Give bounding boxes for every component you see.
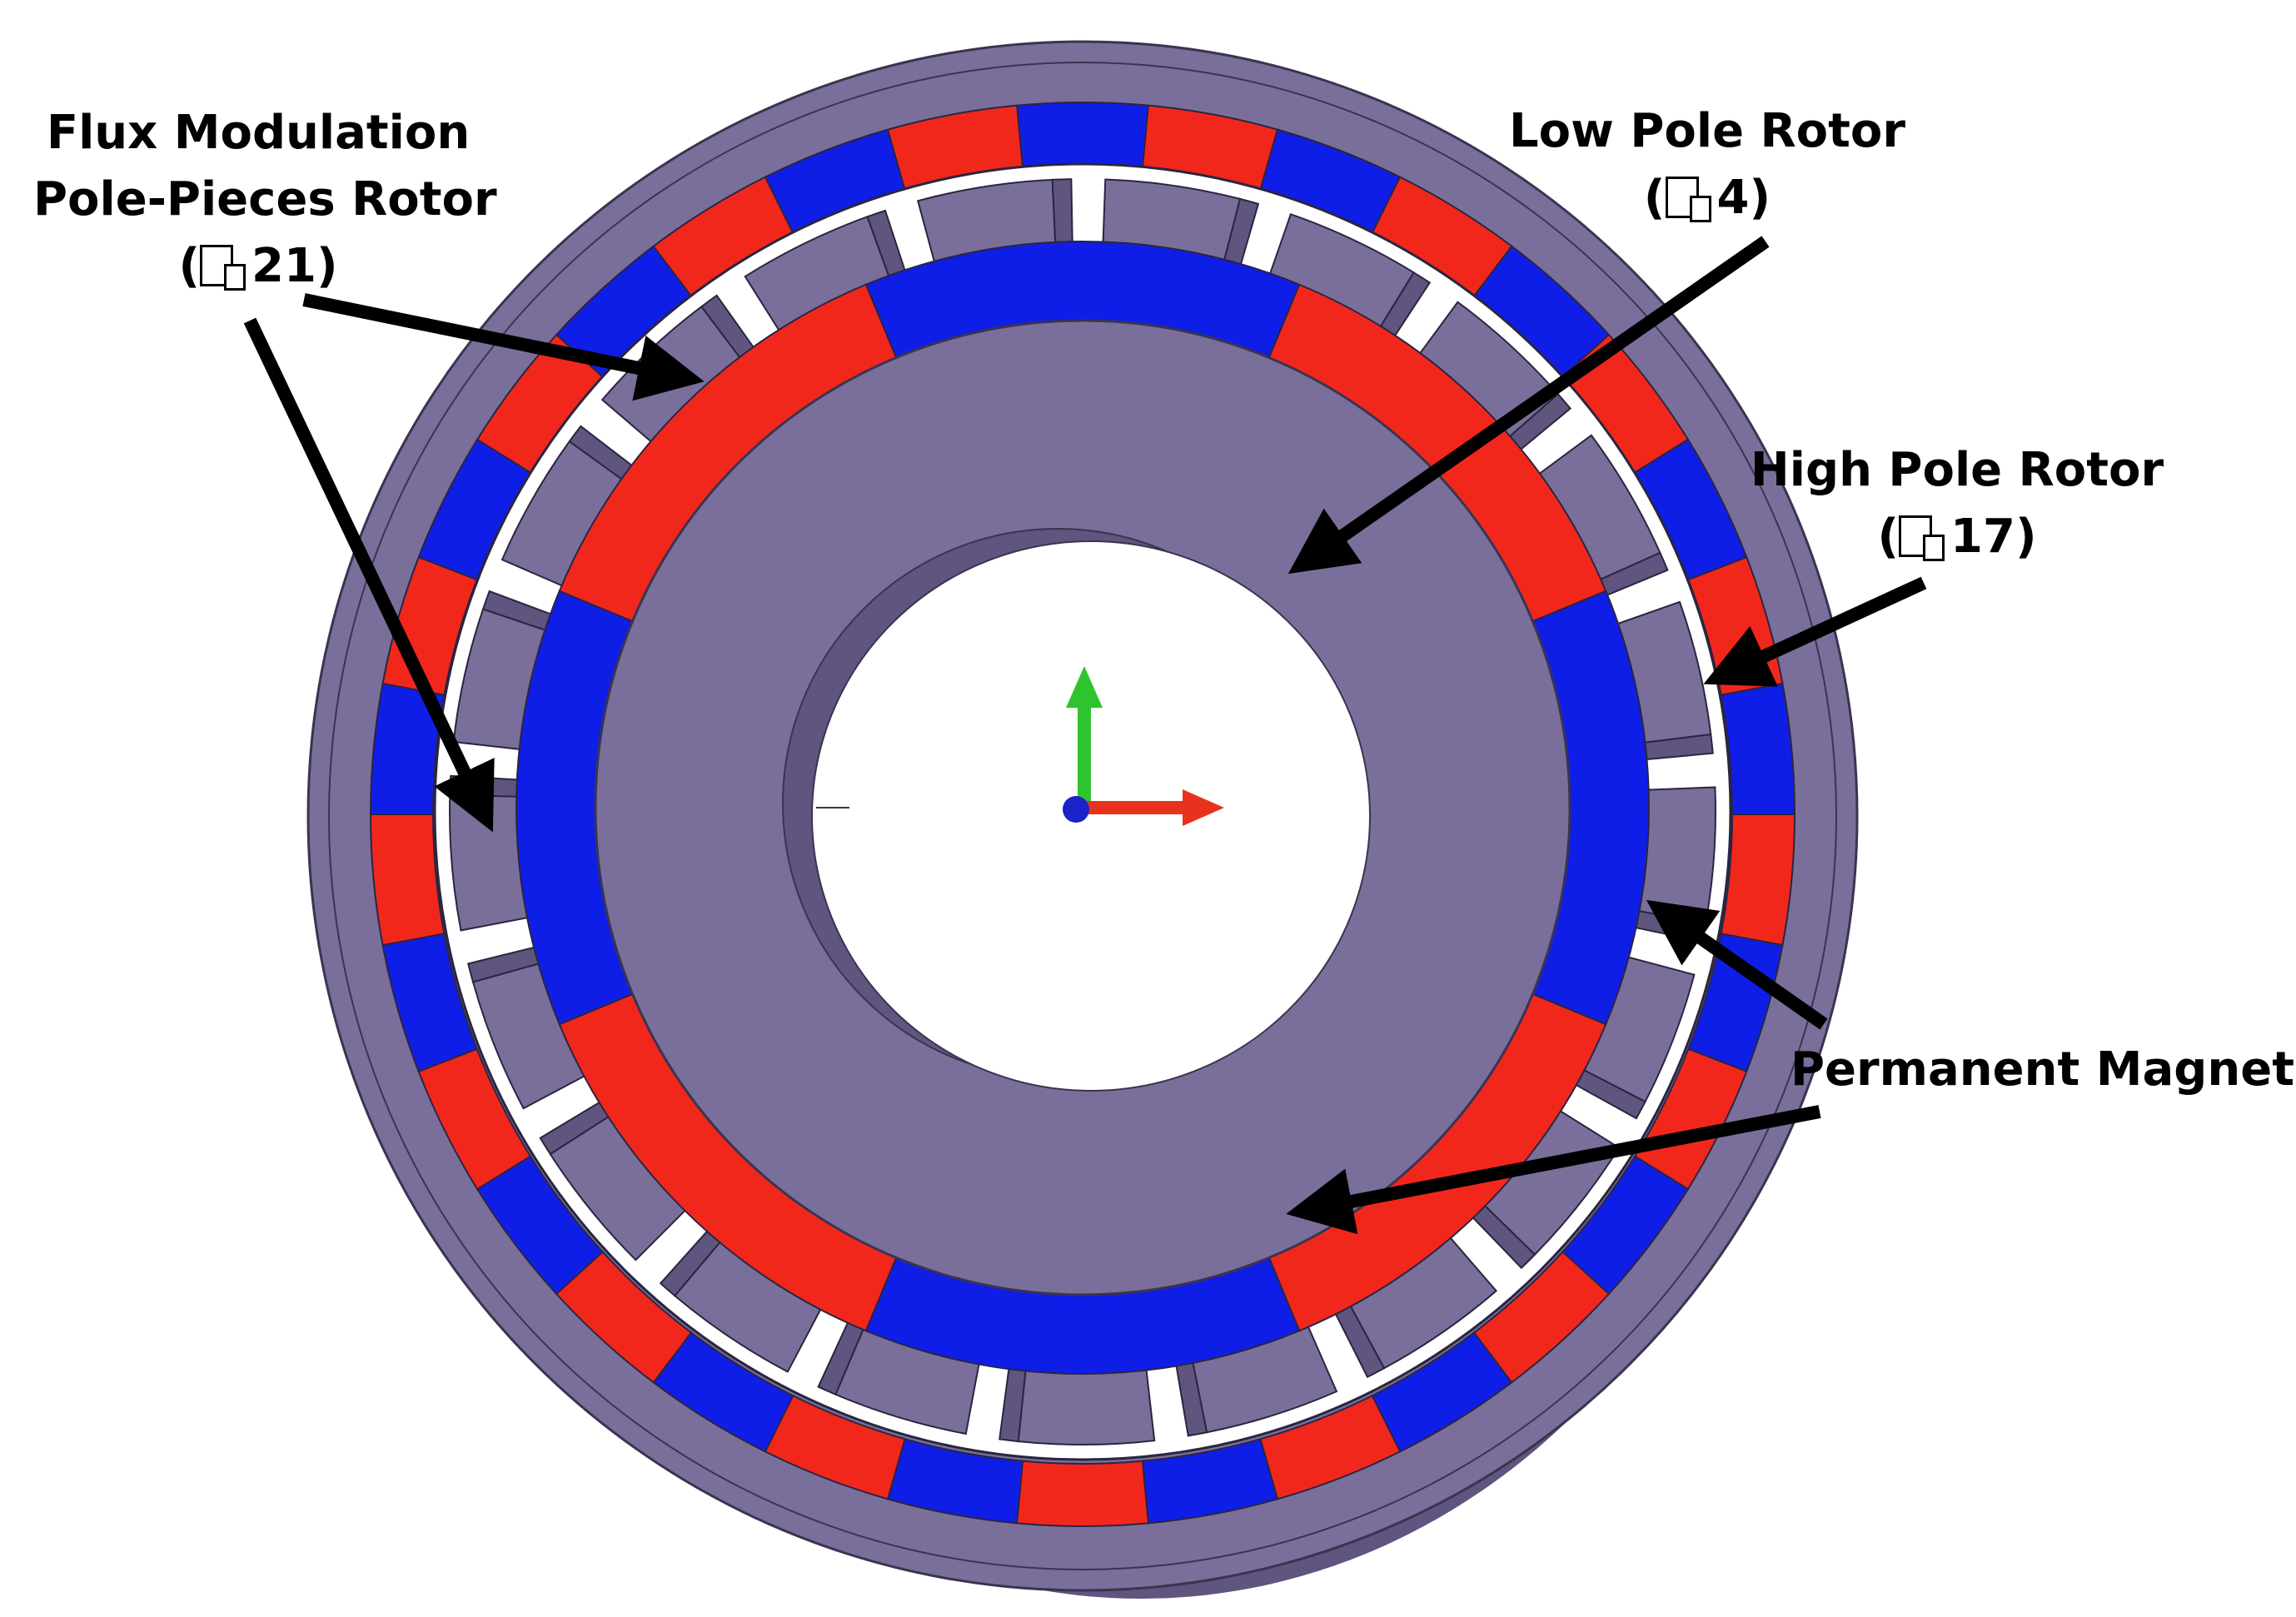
label-permanent-magnets-text: Permanent Magnets — [1790, 1042, 2296, 1097]
label-low-pole-rotor-open: ( — [1643, 171, 1666, 225]
label-low-pole-rotor-count: 4) — [1716, 171, 1771, 225]
high-pole-magnet — [1720, 682, 1796, 815]
high-pole-magnet — [1720, 813, 1796, 947]
label-high-pole-rotor-open: ( — [1877, 510, 1900, 564]
arrow-flux-modulation-upper — [302, 293, 705, 401]
label-flux-modulation-line1: Flux Modulation — [46, 106, 471, 160]
label-high-pole-rotor-count: 17) — [1950, 510, 2037, 564]
arrow-permanent-magnets-upper — [1646, 899, 1828, 1030]
label-flux-modulation-open: ( — [178, 239, 201, 293]
high-pole-magnet — [1016, 1460, 1149, 1527]
high-pole-magnet — [1016, 102, 1149, 169]
xyz-axis-triad-icon — [1063, 666, 1224, 826]
annotation-arrows — [243, 236, 1927, 1235]
arrow-permanent-magnets-lower — [1286, 1105, 1821, 1235]
arrow-high-pole-rotor — [1703, 576, 1927, 687]
label-permanent-magnets: Permanent Magnets — [1790, 1037, 2296, 1103]
high-pole-magnet — [369, 813, 446, 947]
arrow-flux-modulation-lower — [243, 317, 495, 833]
missing-glyph-icon — [1899, 515, 1945, 561]
missing-glyph-icon — [200, 245, 247, 291]
low-pole-rotor-ring — [515, 241, 1650, 1375]
label-low-pole-rotor-line1: Low Pole Rotor — [1508, 104, 1906, 158]
label-flux-modulation-line2: Pole-Pieces Rotor — [33, 172, 497, 226]
label-high-pole-rotor: High Pole Rotor (17) — [1741, 437, 2174, 570]
label-flux-modulation: Flux Modulation Pole-Pieces Rotor (21) — [33, 100, 497, 300]
arrow-low-pole-rotor — [1287, 236, 1770, 575]
label-flux-modulation-count: 21) — [252, 239, 338, 293]
label-low-pole-rotor: Low Pole Rotor (4) — [1491, 98, 1924, 231]
label-high-pole-rotor-line1: High Pole Rotor — [1750, 443, 2164, 497]
missing-glyph-icon — [1665, 177, 1711, 222]
